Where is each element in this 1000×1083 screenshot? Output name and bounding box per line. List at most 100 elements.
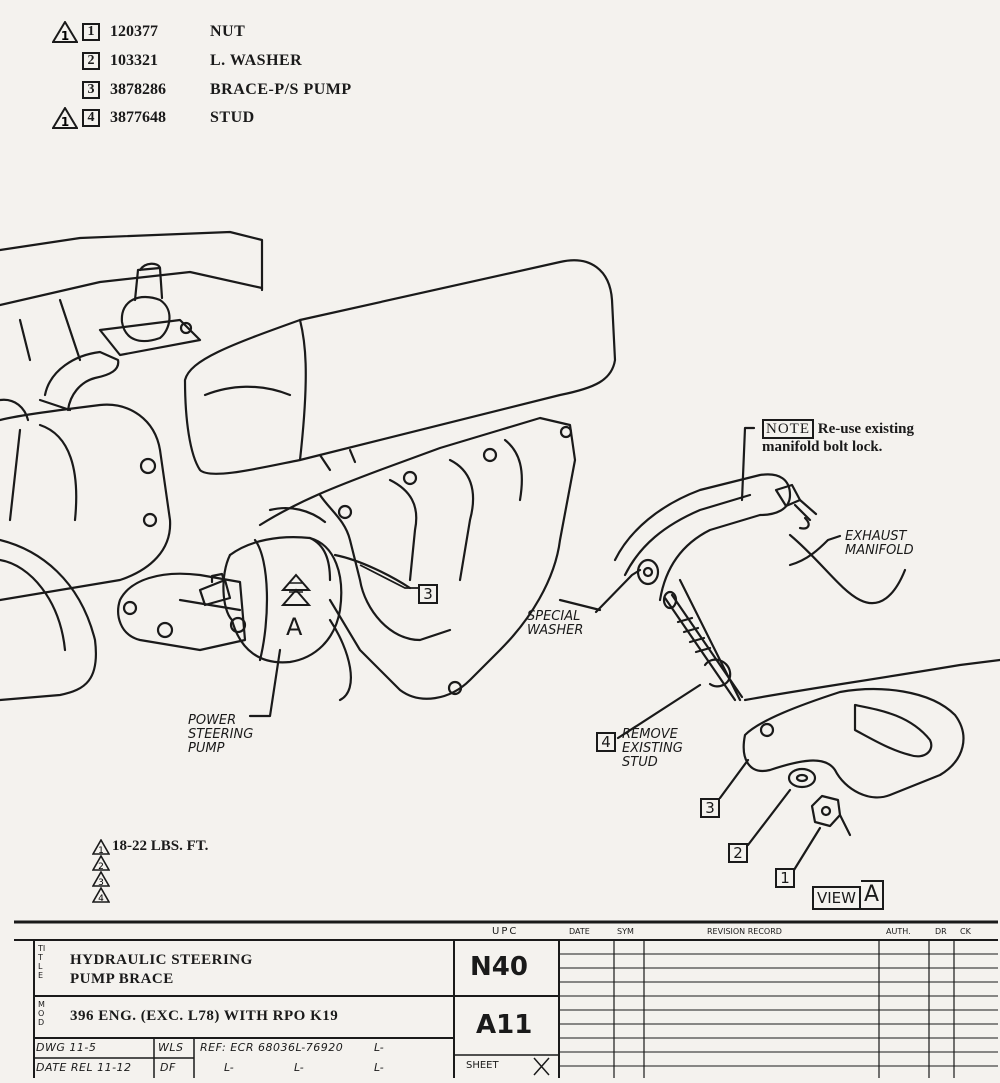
manifold-flange xyxy=(613,473,792,602)
date-row: DATE REL 11-12 xyxy=(36,1061,132,1075)
drawing-title-line-2: PUMP BRACE xyxy=(70,971,174,987)
date-label: DATE xyxy=(36,1061,67,1074)
date-value: REL 11-12 xyxy=(70,1061,132,1074)
item-number: 4 xyxy=(82,109,100,127)
item-number: 3 xyxy=(82,81,100,99)
view-word: VIEW xyxy=(812,886,861,910)
dwg-row: DWG 11-5 xyxy=(36,1041,96,1055)
power-steering-label: POWER STEERING PUMP xyxy=(188,713,257,756)
manifold-leader xyxy=(788,534,842,567)
view-a-arrow-icon xyxy=(280,573,312,606)
note-line-2: manifold bolt lock. xyxy=(762,439,883,455)
rev-header-sym: SYM xyxy=(617,927,634,936)
torque-value: 18-22 LBS. FT. xyxy=(112,838,209,854)
svg-text:3: 3 xyxy=(98,878,104,887)
svg-text:2: 2 xyxy=(98,862,104,871)
remove-stud-label: REMOVE EXISTING STUD xyxy=(622,727,687,770)
rev-header-ck: CK xyxy=(960,927,971,936)
upc-code-2: A11 xyxy=(476,1010,533,1040)
engine-illustration: A xyxy=(0,230,1000,872)
callout-4: 4 xyxy=(596,732,616,752)
note-line-1: Re-use existing xyxy=(817,421,914,437)
sheet-x-mark xyxy=(533,1057,550,1076)
washer-leader xyxy=(594,568,642,614)
rev-header-dr: DR xyxy=(935,927,947,936)
callout-2: 2 xyxy=(728,843,748,863)
note-block: NOTE Re-use existing manifold bolt lock. xyxy=(762,419,914,456)
upc-header: UPC xyxy=(492,926,519,937)
callout-3-left: 3 xyxy=(418,584,438,604)
dwg-value: 11-5 xyxy=(69,1041,97,1054)
part-number: 103321 xyxy=(110,52,158,69)
exhaust-manifold-left xyxy=(258,416,577,700)
part-name: L. WASHER xyxy=(210,52,303,69)
torque-flag-icon: 1 xyxy=(51,106,82,129)
pump-bracket xyxy=(117,572,247,652)
title-block-grid xyxy=(14,920,998,1078)
ref-l-1: L- xyxy=(374,1041,385,1054)
power-steering-pump xyxy=(228,536,343,664)
special-washer-label: SPECIAL WASHER xyxy=(527,609,585,638)
pump-brace xyxy=(742,688,965,799)
pump-leader-line xyxy=(248,648,282,718)
exhaust-manifold-right xyxy=(788,533,907,605)
item-number: 2 xyxy=(82,52,100,70)
part-row: 3 3878286 BRACE-P/S PUMP xyxy=(52,78,352,102)
valve-cover xyxy=(183,259,617,475)
washer2-leader xyxy=(746,788,792,847)
stud-nut xyxy=(703,658,732,688)
engine-block-outline xyxy=(0,230,264,292)
torque-flag-icon: 3 xyxy=(92,871,110,887)
callout-3-right: 3 xyxy=(700,798,720,818)
callout-1: 1 xyxy=(775,868,795,888)
initials-2: DF xyxy=(160,1061,176,1074)
torque-flag-icon: 4 xyxy=(92,887,110,903)
ref-l-2: L- xyxy=(224,1061,235,1074)
mod-description: 396 ENG. (EXC. L78) WITH RPO K19 xyxy=(70,1008,339,1024)
part-name: STUD xyxy=(210,109,255,126)
part-number: 3877648 xyxy=(110,109,166,126)
thermostat-housing xyxy=(120,295,171,343)
side-label-title: TITLE xyxy=(38,944,46,980)
torque-legend: 1 18-22 LBS. FT. 2 3 4 xyxy=(92,838,208,903)
initials-1: WLS xyxy=(158,1041,184,1054)
stud-nut-1 xyxy=(810,794,842,828)
svg-text:1: 1 xyxy=(61,29,69,43)
reference: REF: ECR 68036L-76920 xyxy=(200,1041,344,1054)
part-number: 120377 xyxy=(110,23,158,40)
torque-flag-icon: 1 xyxy=(51,20,82,43)
part-name: BRACE-P/S PUMP xyxy=(210,81,352,98)
torque-flag-icon: 1 xyxy=(92,838,110,855)
svg-text:4: 4 xyxy=(98,894,104,903)
rev-header-record: REVISION RECORD xyxy=(707,927,782,936)
title-block: TITLE MOD HYDRAULIC STEERING PUMP BRACE … xyxy=(14,920,998,1080)
view-letter: A xyxy=(286,613,303,641)
rev-header-auth: AUTH. xyxy=(886,927,911,936)
rev-header-date: DATE xyxy=(569,927,590,936)
view-box-letter: A xyxy=(861,880,885,910)
part-row: 1 4 3877648 STUD xyxy=(51,106,255,130)
heater-hose xyxy=(43,350,120,412)
brace-leader xyxy=(718,758,750,800)
svg-text:1: 1 xyxy=(61,115,69,129)
leader-3-left xyxy=(359,564,418,589)
part-number: 3878286 xyxy=(110,81,166,98)
water-pump xyxy=(0,403,172,602)
dwg-label: DWG xyxy=(36,1041,66,1054)
ref-l-3: L- xyxy=(294,1061,305,1074)
nut-leader xyxy=(792,826,822,872)
part-row: 1 1 120377 NUT xyxy=(51,20,246,44)
upc-code-1: N40 xyxy=(470,952,528,982)
sheet-label: SHEET xyxy=(466,1060,499,1071)
svg-text:1: 1 xyxy=(98,846,104,855)
stud-leader xyxy=(616,683,702,740)
revision-rows xyxy=(559,953,998,1067)
ref-l-4: L- xyxy=(374,1061,385,1074)
side-label-mod: MOD xyxy=(38,1000,45,1027)
part-name: NUT xyxy=(210,23,246,40)
drawing-title-line-1: HYDRAULIC STEERING xyxy=(70,952,253,968)
note-leader xyxy=(740,426,756,502)
item-number: 1 xyxy=(82,23,100,41)
view-a-label: VIEW A xyxy=(812,880,885,910)
exhaust-manifold-label: EXHAUST MANIFOLD xyxy=(845,529,914,558)
